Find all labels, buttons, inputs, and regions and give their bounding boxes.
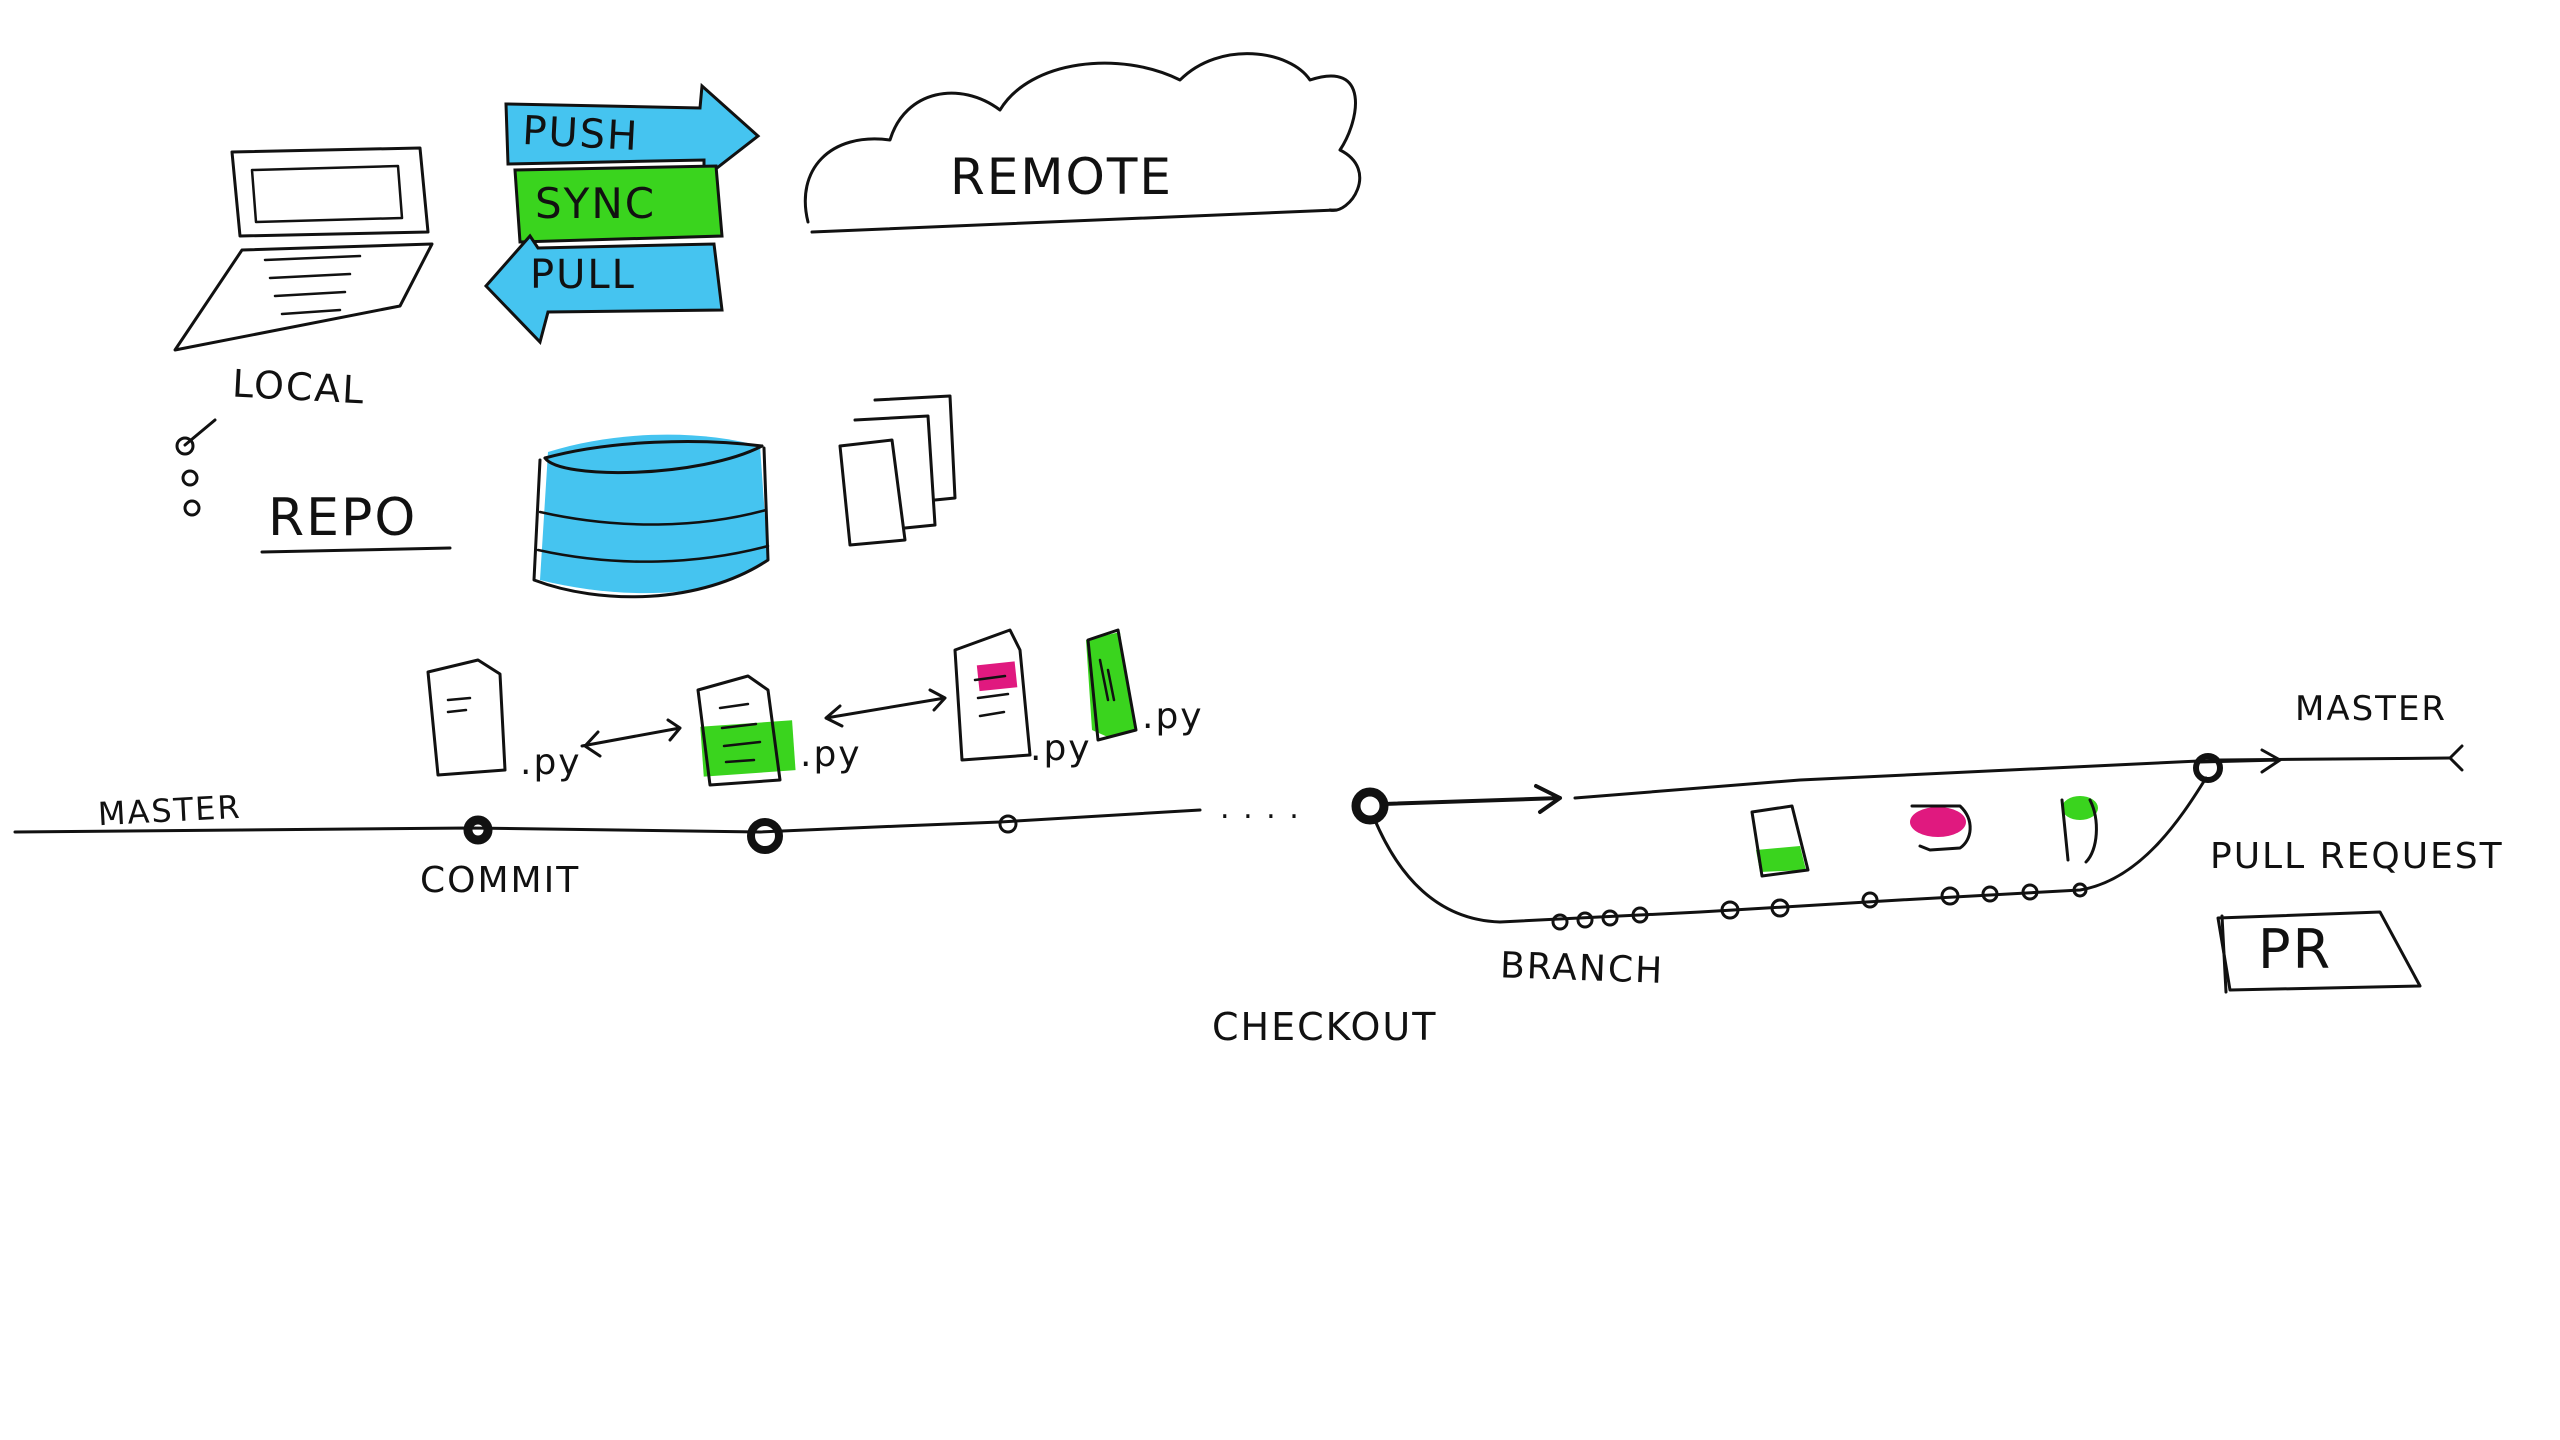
document-icon [1086, 628, 1138, 742]
document-icon [953, 628, 1032, 762]
file-stack-icon [838, 394, 957, 547]
diff-arrow [580, 718, 682, 758]
ellipsis-dots: . . . . [1220, 791, 1301, 826]
push-arrow [504, 82, 761, 182]
sync-bar [513, 164, 724, 244]
checkout-node [1351, 787, 1389, 825]
push-label: PUSH [521, 108, 640, 160]
merge-node [2193, 753, 2223, 783]
document-icon [426, 658, 507, 777]
diff-arrow [824, 688, 947, 728]
commit-node [998, 814, 1018, 834]
branch-label: BRANCH [1499, 945, 1664, 992]
document-icon [696, 674, 796, 787]
pr-box: PR [2216, 910, 2422, 994]
checkout-arrow [1382, 784, 1562, 814]
py-label-3: .py [1030, 728, 1092, 769]
pull-request-label: PULL REQUEST [2210, 836, 2504, 877]
database-icon [532, 434, 770, 599]
commit-node [463, 815, 493, 845]
commit-label: COMMIT [420, 860, 580, 901]
ellipsis-chain [175, 418, 217, 517]
master-line-continued [1573, 756, 2452, 800]
merge-arrow [2198, 748, 2282, 774]
repo-underline [260, 546, 452, 554]
branch-commit-nodes [1551, 882, 2088, 931]
cloud-icon [803, 52, 1362, 234]
pr-label: PR [2258, 918, 2332, 981]
sync-arrows: PUSH SYNC PULL [483, 82, 761, 345]
checkout-label: CHECKOUT [1212, 1005, 1437, 1049]
py-label-2: .py [800, 734, 862, 775]
pull-label: PULL [530, 252, 636, 298]
document-icon [1910, 804, 1972, 852]
repo-label: REPO [268, 488, 417, 548]
remote-label: REMOTE [950, 148, 1173, 206]
laptop-icon [173, 146, 434, 352]
document-icon [1750, 804, 1810, 878]
document-icon [2060, 796, 2098, 864]
master-line [13, 808, 1202, 834]
pull-arrow [483, 233, 724, 345]
py-label-4: .py [1142, 696, 1204, 737]
local-label: LOCAL [231, 361, 367, 412]
branch-line [1372, 776, 2208, 924]
sync-label: SYNC [535, 179, 656, 228]
master-arrowhead [2448, 744, 2464, 772]
py-label-1: .py [520, 742, 582, 783]
commit-node [747, 818, 783, 854]
master-label-right: MASTER [2295, 689, 2447, 729]
master-label-left: MASTER [97, 788, 243, 833]
